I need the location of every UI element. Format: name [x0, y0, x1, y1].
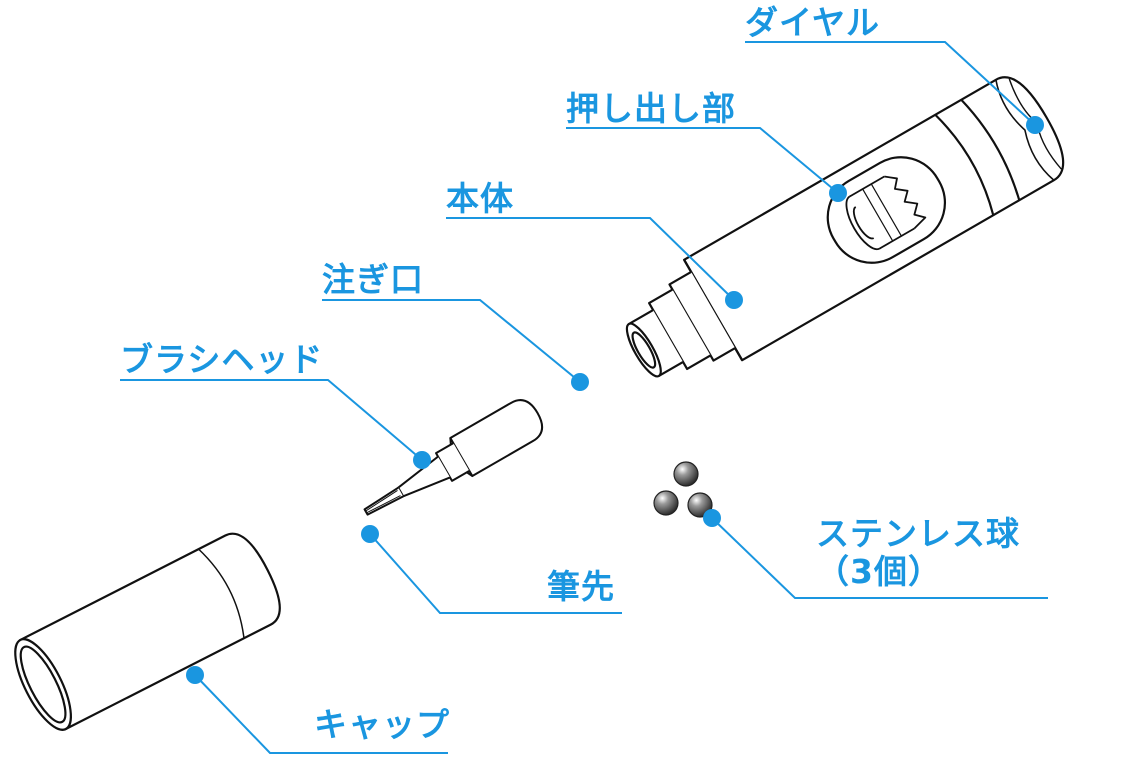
dot-cap	[186, 666, 204, 684]
label-stainless-balls: ステンレス球 （3個）	[816, 515, 1020, 591]
ball-2	[653, 490, 679, 516]
leader-spout	[322, 299, 581, 383]
stainless-balls	[653, 461, 713, 518]
ball-1	[673, 461, 699, 487]
leader-body	[446, 217, 735, 301]
label-cap: キャップ	[314, 705, 450, 744]
dot-spout	[571, 373, 589, 391]
dot-balls	[703, 509, 721, 527]
dot-push	[829, 184, 847, 202]
cap	[14, 532, 281, 731]
leader-brush	[120, 379, 423, 461]
label-brush-tip: 筆先	[547, 567, 615, 606]
dot-body	[725, 291, 743, 309]
leader-lines	[120, 41, 1048, 754]
dot-brush	[413, 451, 431, 469]
label-spout: 注ぎ口	[322, 260, 424, 299]
label-body: 本体	[446, 179, 514, 218]
leader-tip	[369, 533, 622, 614]
label-stainless-balls-line1: ステンレス球	[816, 514, 1020, 553]
label-dial: ダイヤル	[745, 3, 881, 42]
push-mechanism	[845, 175, 927, 251]
label-brush-head: ブラシヘッド	[120, 340, 324, 379]
label-push-section: 押し出し部	[566, 89, 736, 128]
ball-3	[687, 492, 713, 518]
leader-dial	[745, 41, 1036, 126]
leader-balls	[711, 517, 1048, 599]
label-stainless-balls-line2: （3個）	[816, 551, 942, 591]
leader-push	[566, 127, 839, 194]
leader-cap	[194, 674, 448, 754]
dot-tip	[361, 525, 379, 543]
pen-body	[625, 76, 1065, 378]
brush-head	[363, 399, 544, 516]
dot-dial	[1026, 116, 1044, 134]
leader-dots	[186, 116, 1044, 684]
